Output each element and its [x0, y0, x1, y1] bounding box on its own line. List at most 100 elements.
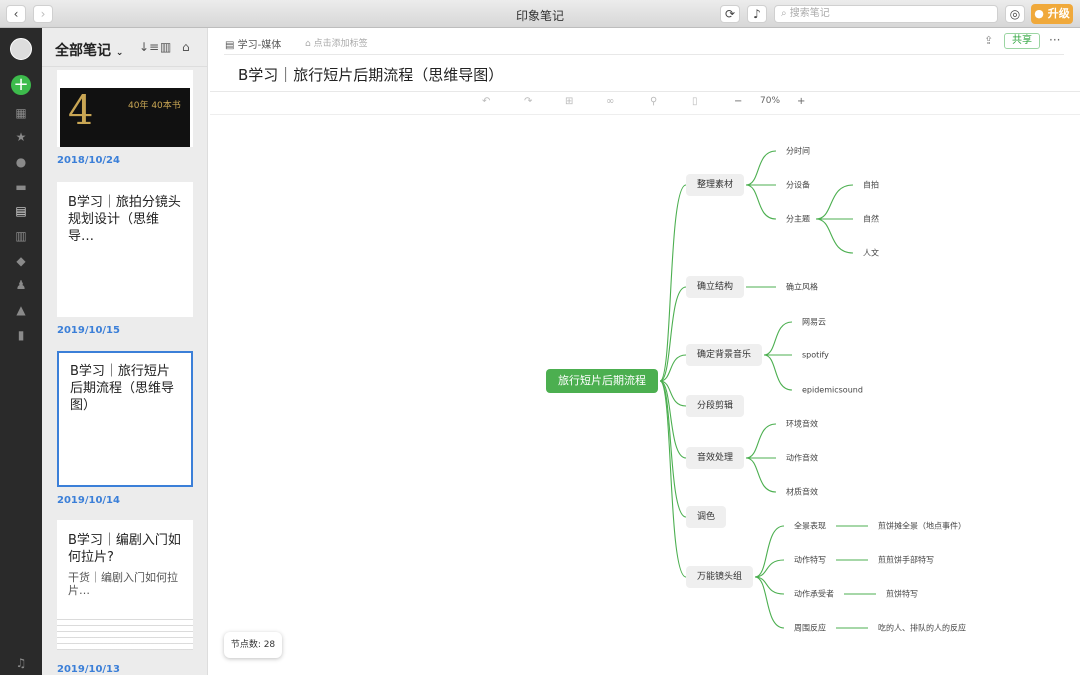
mindmap-node[interactable]: 环境音效 — [786, 419, 818, 429]
mindmap-connector — [659, 354, 687, 382]
account-icon[interactable]: ◎ — [1005, 5, 1025, 23]
forward-button[interactable]: › — [33, 5, 53, 23]
mindmap-node[interactable]: 煎饼摊全景（地点事件） — [878, 521, 966, 531]
mindmap-node[interactable]: 周围反应 — [794, 623, 826, 633]
mindmap-connector — [659, 380, 687, 407]
note-list-title-text: 全部笔记 — [55, 43, 111, 59]
note-card[interactable]: B学习｜旅拍分镜头规划设计（思维导… — [57, 182, 193, 317]
mindmap-node[interactable]: 全景表现 — [794, 521, 826, 531]
add-child-icon[interactable]: ⊞ — [565, 96, 574, 107]
mindmap-node[interactable]: 调色 — [686, 506, 727, 528]
mindmap-node[interactable]: 分设备 — [786, 180, 810, 190]
note-date: 2019/10/14 — [57, 495, 120, 506]
mindmap-node[interactable]: 整理素材 — [686, 174, 745, 196]
tag-input[interactable]: ⌂ 点击添加标签 — [305, 39, 368, 49]
note-title[interactable]: B学习｜旅行短片后期流程（思维导图） — [238, 66, 504, 84]
window-title: 印象笔记 — [515, 9, 564, 23]
note-card-title: B学习｜编剧入门如何拉片? — [68, 533, 181, 565]
note-card-title: B学习｜旅行短片后期流程（思维导图） — [70, 364, 175, 413]
note-card-selected[interactable]: B学习｜旅行短片后期流程（思维导图） — [57, 351, 193, 487]
sync-icon[interactable]: ⟳ — [720, 5, 740, 23]
search-input[interactable]: ⌕ 搜索笔记 — [774, 5, 998, 23]
mindmap-connector — [745, 184, 777, 220]
cube-icon[interactable]: ◆ — [16, 254, 26, 268]
mindmap-node[interactable]: 网易云 — [802, 317, 826, 327]
export-icon[interactable]: ⇪ — [984, 34, 994, 47]
mindmap-node[interactable]: 分时间 — [786, 146, 810, 156]
notebook-link[interactable]: ▤ 学习-媒体 — [225, 40, 282, 51]
sidebar-rail: + ▦ ★ ● ▬ ▤ ▥ ◆ ♟ ▲ ▮ ♫ — [0, 28, 42, 675]
star-icon[interactable]: ★ — [15, 130, 27, 144]
undo-icon[interactable]: ↶ — [482, 96, 491, 107]
mindmap-connector — [659, 380, 687, 459]
mindmap-node[interactable]: 确立风格 — [786, 282, 818, 292]
mindmap-node[interactable]: 材质音效 — [786, 487, 818, 497]
mindmap-node[interactable]: spotify — [802, 350, 829, 360]
tag-icon[interactable]: ⌂ — [182, 40, 190, 54]
note-date: 2018/10/24 — [57, 155, 120, 166]
mindmap-connector — [659, 184, 687, 382]
chevron-down-icon: ⌄ — [115, 48, 124, 58]
mindmap-node[interactable]: 确定背景音乐 — [686, 344, 763, 366]
note-card[interactable]: B学习｜编剧入门如何拉片? 干货｜编剧入门如何拉片… — [57, 520, 193, 650]
mindmap-node[interactable]: 自然 — [863, 214, 879, 224]
delete-icon[interactable]: ▯ — [692, 96, 698, 107]
new-note-button[interactable]: + — [11, 75, 31, 95]
view-icon[interactable]: ▥ — [160, 40, 172, 54]
bell-icon[interactable]: ♪ — [747, 5, 767, 23]
zoom-level: 70% — [760, 96, 781, 106]
redo-icon[interactable]: ↷ — [524, 96, 533, 107]
hyperlink-icon[interactable]: ⚲ — [650, 96, 658, 107]
sort-icon[interactable]: ↓≡ — [139, 40, 160, 54]
upgrade-button[interactable]: ● 升级 — [1031, 4, 1073, 24]
mindmap-node[interactable]: 自拍 — [863, 180, 879, 190]
note-list-title[interactable]: 全部笔记 ⌄ — [55, 40, 123, 60]
avatar[interactable] — [10, 38, 32, 60]
mindmap-connector — [815, 218, 854, 254]
mindmap-node[interactable]: 煎煎饼手部特写 — [878, 555, 934, 565]
notes-icon[interactable]: ▤ — [15, 204, 27, 218]
upgrade-label: 升级 — [1047, 7, 1070, 20]
mindmap-node[interactable]: 人文 — [863, 248, 879, 258]
more-button[interactable]: ··· — [1049, 33, 1061, 47]
mindmap-node[interactable]: 动作特写 — [794, 555, 826, 565]
mindmap-root-node[interactable]: 旅行短片后期流程 — [546, 369, 658, 393]
check-icon[interactable]: ● — [15, 155, 27, 169]
mindmap-connector — [745, 457, 777, 493]
divider — [224, 54, 1064, 55]
shortcuts-icon[interactable]: ▦ — [15, 106, 27, 120]
note-card-snippet: 干货｜编剧入门如何拉片… — [68, 571, 178, 597]
zoom-out-button[interactable]: − — [734, 96, 743, 107]
tag-placeholder: 点击添加标签 — [313, 39, 368, 49]
mindmap-node[interactable]: 音效处理 — [686, 447, 745, 469]
mindmap-node[interactable]: 分主题 — [786, 214, 810, 224]
trash-icon[interactable]: ▮ — [17, 328, 25, 342]
mindmap-node[interactable]: 煎饼特写 — [886, 589, 918, 599]
notebook-icon[interactable]: ▥ — [15, 229, 27, 243]
table-thumbnail — [57, 614, 193, 650]
notification-bell-icon[interactable]: ♫ — [15, 656, 27, 670]
mindmap-node[interactable]: 确立结构 — [686, 276, 745, 298]
share-button[interactable]: 共享 — [1004, 33, 1040, 49]
mindmap-node[interactable]: 动作承受者 — [794, 589, 834, 599]
mindmap-connector — [754, 525, 785, 578]
mindmap-connector — [754, 576, 785, 595]
back-button[interactable]: ‹ — [6, 5, 26, 23]
mindmap-connector — [754, 576, 785, 629]
note-card-title: B学习｜旅拍分镜头规划设计（思维导… — [68, 195, 181, 244]
briefcase-icon[interactable]: ▬ — [15, 180, 27, 194]
mindmap-node[interactable]: 万能镜头组 — [686, 566, 754, 588]
people-icon[interactable]: ♟ — [15, 278, 27, 292]
tag-lock-icon[interactable]: ▲ — [16, 303, 26, 317]
mindmap-node[interactable]: epidemicsound — [802, 385, 863, 395]
thumbnail-text: 40年 40本书 — [128, 101, 181, 111]
link-node-icon[interactable]: ∞ — [606, 96, 615, 107]
mindmap-node[interactable]: 吃的人、排队的人的反应 — [878, 623, 966, 633]
mindmap-connector — [659, 380, 687, 578]
zoom-in-button[interactable]: + — [797, 96, 806, 107]
mindmap-node[interactable]: 动作音效 — [786, 453, 818, 463]
mindmap-node[interactable]: 分段剪辑 — [686, 395, 745, 417]
